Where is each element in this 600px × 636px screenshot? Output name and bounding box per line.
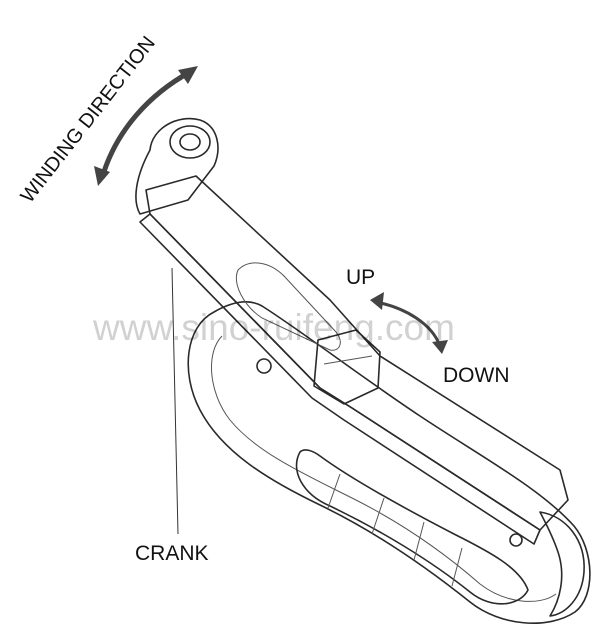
winding-arrow <box>94 66 198 186</box>
up-down-arrow <box>370 292 448 354</box>
crank-label: CRANK <box>135 542 209 565</box>
watermark: www.sino-ruifeng.com <box>92 307 455 348</box>
device-body <box>187 301 591 624</box>
down-label: DOWN <box>443 364 510 387</box>
crank-leader-line <box>171 267 179 535</box>
up-label: UP <box>346 266 375 289</box>
crank-arm <box>135 117 569 545</box>
